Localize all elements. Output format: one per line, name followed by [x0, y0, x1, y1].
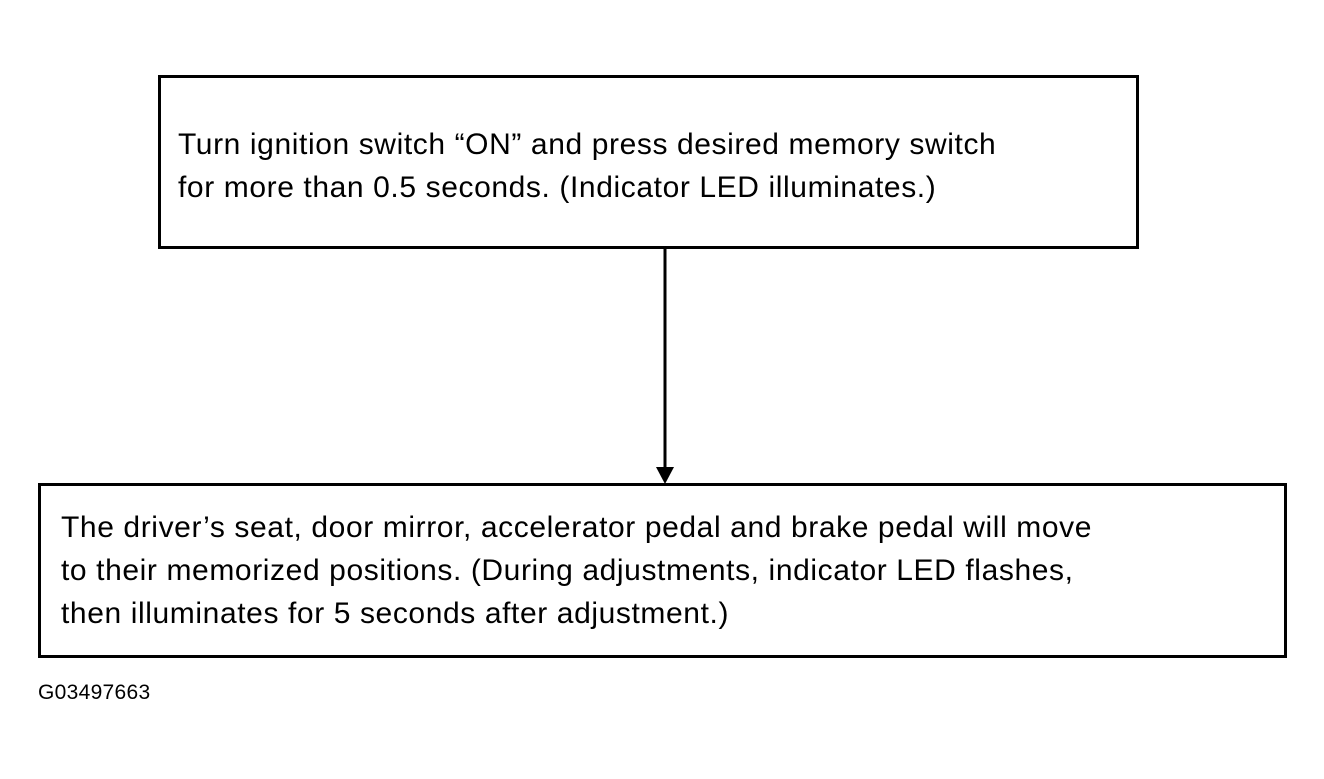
figure-id-label: G03497663 [38, 681, 151, 704]
step-box-memorized-positions: The driver’s seat, door mirror, accelera… [38, 483, 1287, 658]
step-2-line-1: The driver’s seat, door mirror, accelera… [61, 511, 1093, 544]
step-1-line-1: Turn ignition switch “ON” and press desi… [178, 128, 997, 161]
step-2-line-2: to their memorized positions. (During ad… [61, 554, 1074, 587]
flow-arrow-head [656, 467, 674, 484]
step-text-ignition-memory-switch: Turn ignition switch “ON” and press desi… [178, 123, 996, 209]
step-1-line-2: for more than 0.5 seconds. (Indicator LE… [178, 171, 937, 204]
step-text-memorized-positions: The driver’s seat, door mirror, accelera… [61, 506, 1092, 635]
step-2-line-3: then illuminates for 5 seconds after adj… [61, 597, 730, 630]
step-box-ignition-memory-switch: Turn ignition switch “ON” and press desi… [158, 75, 1139, 249]
